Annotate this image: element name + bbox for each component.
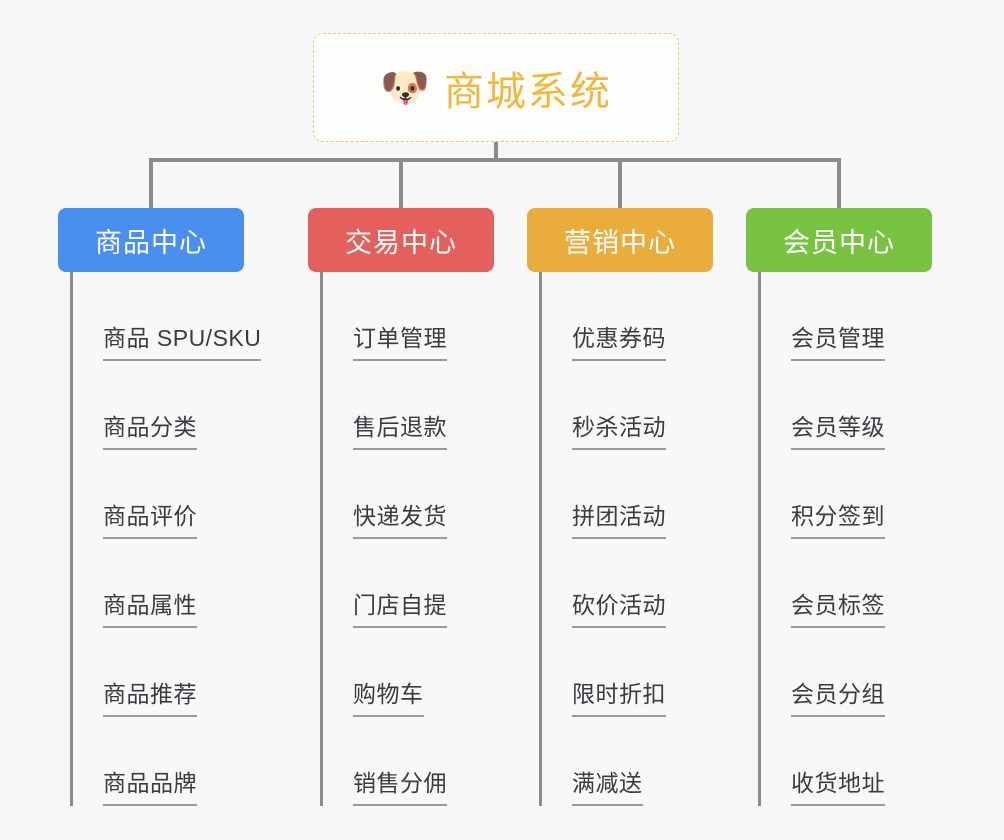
branch-column-0: 商品中心 商品 SPU/SKU 商品分类 商品评价 商品属性 商品推荐 商品品牌 <box>58 208 262 806</box>
leaf-item-label: 商品分类 <box>103 408 197 450</box>
leaf-item-label: 商品评价 <box>103 497 197 539</box>
leaf-item[interactable]: 收货地址 <box>761 717 932 806</box>
leaf-item-label: 购物车 <box>353 675 424 717</box>
leaf-item-label: 快递发货 <box>353 497 447 539</box>
leaf-item-label: 会员管理 <box>791 319 885 361</box>
branch-leaf-list-0: 商品 SPU/SKU 商品分类 商品评价 商品属性 商品推荐 商品品牌 <box>70 272 262 806</box>
leaf-item[interactable]: 会员等级 <box>761 361 932 450</box>
leaf-item-label: 门店自提 <box>353 586 447 628</box>
leaf-item-label: 砍价活动 <box>572 586 666 628</box>
branch-drop-connector-2 <box>618 158 622 208</box>
leaf-item[interactable]: 拼团活动 <box>542 450 713 539</box>
branch-leaf-list-1: 订单管理 售后退款 快递发货 门店自提 购物车 销售分佣 <box>320 272 494 806</box>
leaf-item[interactable]: 商品属性 <box>73 539 261 628</box>
leaf-item[interactable]: 会员管理 <box>761 272 932 361</box>
leaf-item[interactable]: 会员分组 <box>761 628 932 717</box>
leaf-item-label: 售后退款 <box>353 408 447 450</box>
leaf-item-label: 会员等级 <box>791 408 885 450</box>
leaf-item-label: 秒杀活动 <box>572 408 666 450</box>
leaf-item[interactable]: 优惠券码 <box>542 272 713 361</box>
leaf-item-label: 会员分组 <box>791 675 885 717</box>
leaf-item-label: 商品 SPU/SKU <box>103 319 262 361</box>
branch-leaf-list-2: 优惠券码 秒杀活动 拼团活动 砍价活动 限时折扣 满减送 <box>539 272 713 806</box>
shiba-dog-icon: 🐶 <box>380 65 430 110</box>
leaf-item-label: 满减送 <box>572 764 643 806</box>
leaf-item-label: 收货地址 <box>791 764 885 806</box>
leaf-item-label: 限时折扣 <box>572 675 666 717</box>
branch-header-label: 营销中心 <box>564 227 676 258</box>
leaf-item-label: 优惠券码 <box>572 319 666 361</box>
leaf-item[interactable]: 门店自提 <box>323 539 494 628</box>
leaf-item[interactable]: 售后退款 <box>323 361 494 450</box>
leaf-item-label: 会员标签 <box>791 586 885 628</box>
branch-header-1[interactable]: 交易中心 <box>308 208 494 272</box>
leaf-item[interactable]: 订单管理 <box>323 272 494 361</box>
leaf-item[interactable]: 商品分类 <box>73 361 261 450</box>
branch-column-2: 营销中心 优惠券码 秒杀活动 拼团活动 砍价活动 限时折扣 满减送 <box>527 208 713 806</box>
branch-drop-connector-0 <box>149 158 153 208</box>
leaf-item[interactable]: 购物车 <box>323 628 494 717</box>
horizontal-bus-connector <box>149 158 841 162</box>
leaf-item-label: 商品属性 <box>103 586 197 628</box>
leaf-item[interactable]: 商品 SPU/SKU <box>73 272 262 361</box>
branch-header-2[interactable]: 营销中心 <box>527 208 713 272</box>
leaf-item[interactable]: 砍价活动 <box>542 539 713 628</box>
leaf-item-label: 订单管理 <box>353 319 447 361</box>
branch-header-0[interactable]: 商品中心 <box>58 208 244 272</box>
branch-drop-connector-1 <box>399 158 403 208</box>
leaf-item-label: 销售分佣 <box>353 764 447 806</box>
root-node[interactable]: 🐶 商城系统 <box>313 33 679 142</box>
branch-header-label: 交易中心 <box>345 227 457 258</box>
leaf-item-label: 拼团活动 <box>572 497 666 539</box>
leaf-item[interactable]: 秒杀活动 <box>542 361 713 450</box>
branch-column-3: 会员中心 会员管理 会员等级 积分签到 会员标签 会员分组 收货地址 <box>746 208 932 806</box>
branch-header-3[interactable]: 会员中心 <box>746 208 932 272</box>
leaf-item[interactable]: 商品评价 <box>73 450 261 539</box>
leaf-item[interactable]: 快递发货 <box>323 450 494 539</box>
leaf-item[interactable]: 限时折扣 <box>542 628 713 717</box>
leaf-item-label: 商品推荐 <box>103 675 197 717</box>
root-stem-connector <box>494 142 498 162</box>
leaf-item[interactable]: 积分签到 <box>761 450 932 539</box>
branch-header-label: 商品中心 <box>95 227 207 258</box>
leaf-item[interactable]: 销售分佣 <box>323 717 494 806</box>
branch-header-label: 会员中心 <box>783 227 895 258</box>
branch-column-1: 交易中心 订单管理 售后退款 快递发货 门店自提 购物车 销售分佣 <box>308 208 494 806</box>
leaf-item[interactable]: 商品品牌 <box>73 717 261 806</box>
leaf-item[interactable]: 会员标签 <box>761 539 932 628</box>
branch-drop-connector-3 <box>837 158 841 208</box>
branch-leaf-list-3: 会员管理 会员等级 积分签到 会员标签 会员分组 收货地址 <box>758 272 932 806</box>
leaf-item-label: 商品品牌 <box>103 764 197 806</box>
leaf-item-label: 积分签到 <box>791 497 885 539</box>
root-title: 商城系统 <box>443 69 612 114</box>
leaf-item[interactable]: 满减送 <box>542 717 713 806</box>
leaf-item[interactable]: 商品推荐 <box>73 628 261 717</box>
